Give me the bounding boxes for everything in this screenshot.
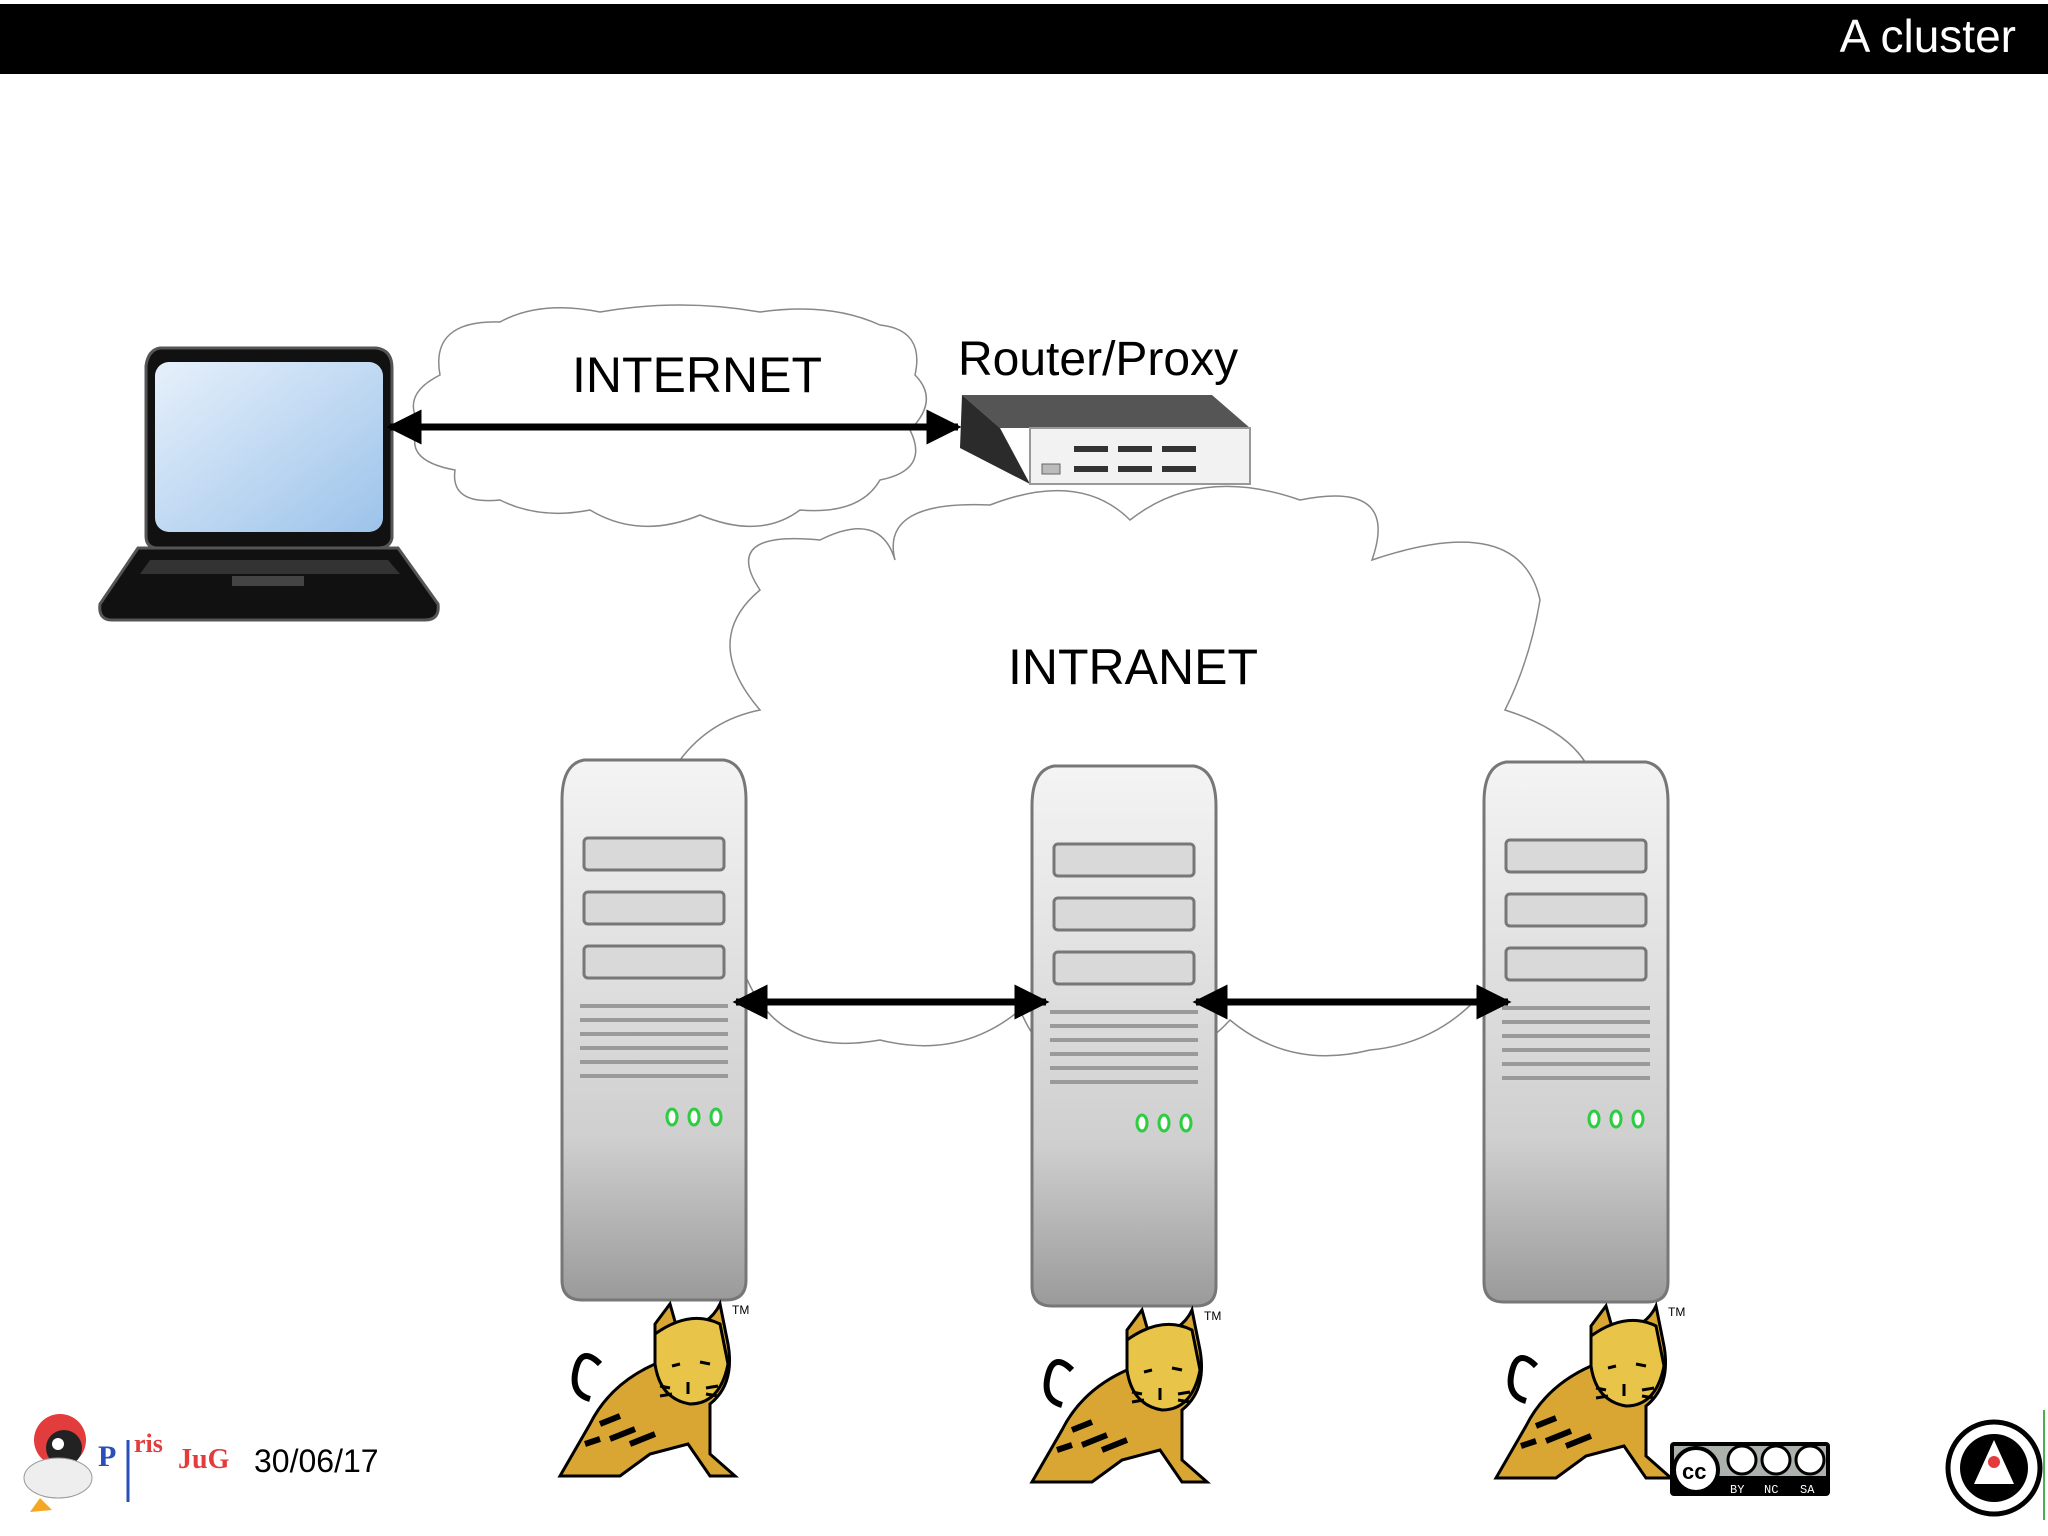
internet-cloud — [412, 304, 928, 528]
parisjug-logo: P ris JuG — [23, 1414, 230, 1512]
title-bar: A cluster — [0, 4, 2048, 74]
svg-text:P: P — [98, 1440, 116, 1473]
footer-date: 30/06/17 — [254, 1443, 379, 1479]
svg-text:NC: NC — [1764, 1483, 1778, 1497]
tomcat-logo — [1032, 1309, 1221, 1482]
server-tower-icon — [560, 758, 748, 1302]
svg-text:JuG: JuG — [178, 1444, 230, 1475]
svg-text:SA: SA — [1800, 1483, 1815, 1497]
svg-text:cc: cc — [1682, 1459, 1706, 1484]
intranet-label: INTRANET — [1008, 639, 1258, 695]
tomcat-logo — [560, 1303, 749, 1476]
slide-title: A cluster — [1839, 10, 2016, 62]
svg-text:BY: BY — [1730, 1483, 1744, 1497]
server-tower-icon — [1482, 760, 1670, 1304]
server-tower-icon — [1030, 764, 1218, 1308]
java-user-group-logo — [1945, 1419, 2043, 1517]
network-switch-icon — [960, 395, 1251, 485]
tomcat-logo — [1496, 1305, 1685, 1478]
laptop-icon — [98, 346, 440, 622]
router-proxy-label: Router/Proxy — [958, 333, 1239, 386]
svg-text:ris: ris — [134, 1429, 163, 1458]
internet-label: INTERNET — [572, 347, 822, 403]
cc-by-nc-sa-badge: cc BY NC SA — [1670, 1442, 1830, 1497]
